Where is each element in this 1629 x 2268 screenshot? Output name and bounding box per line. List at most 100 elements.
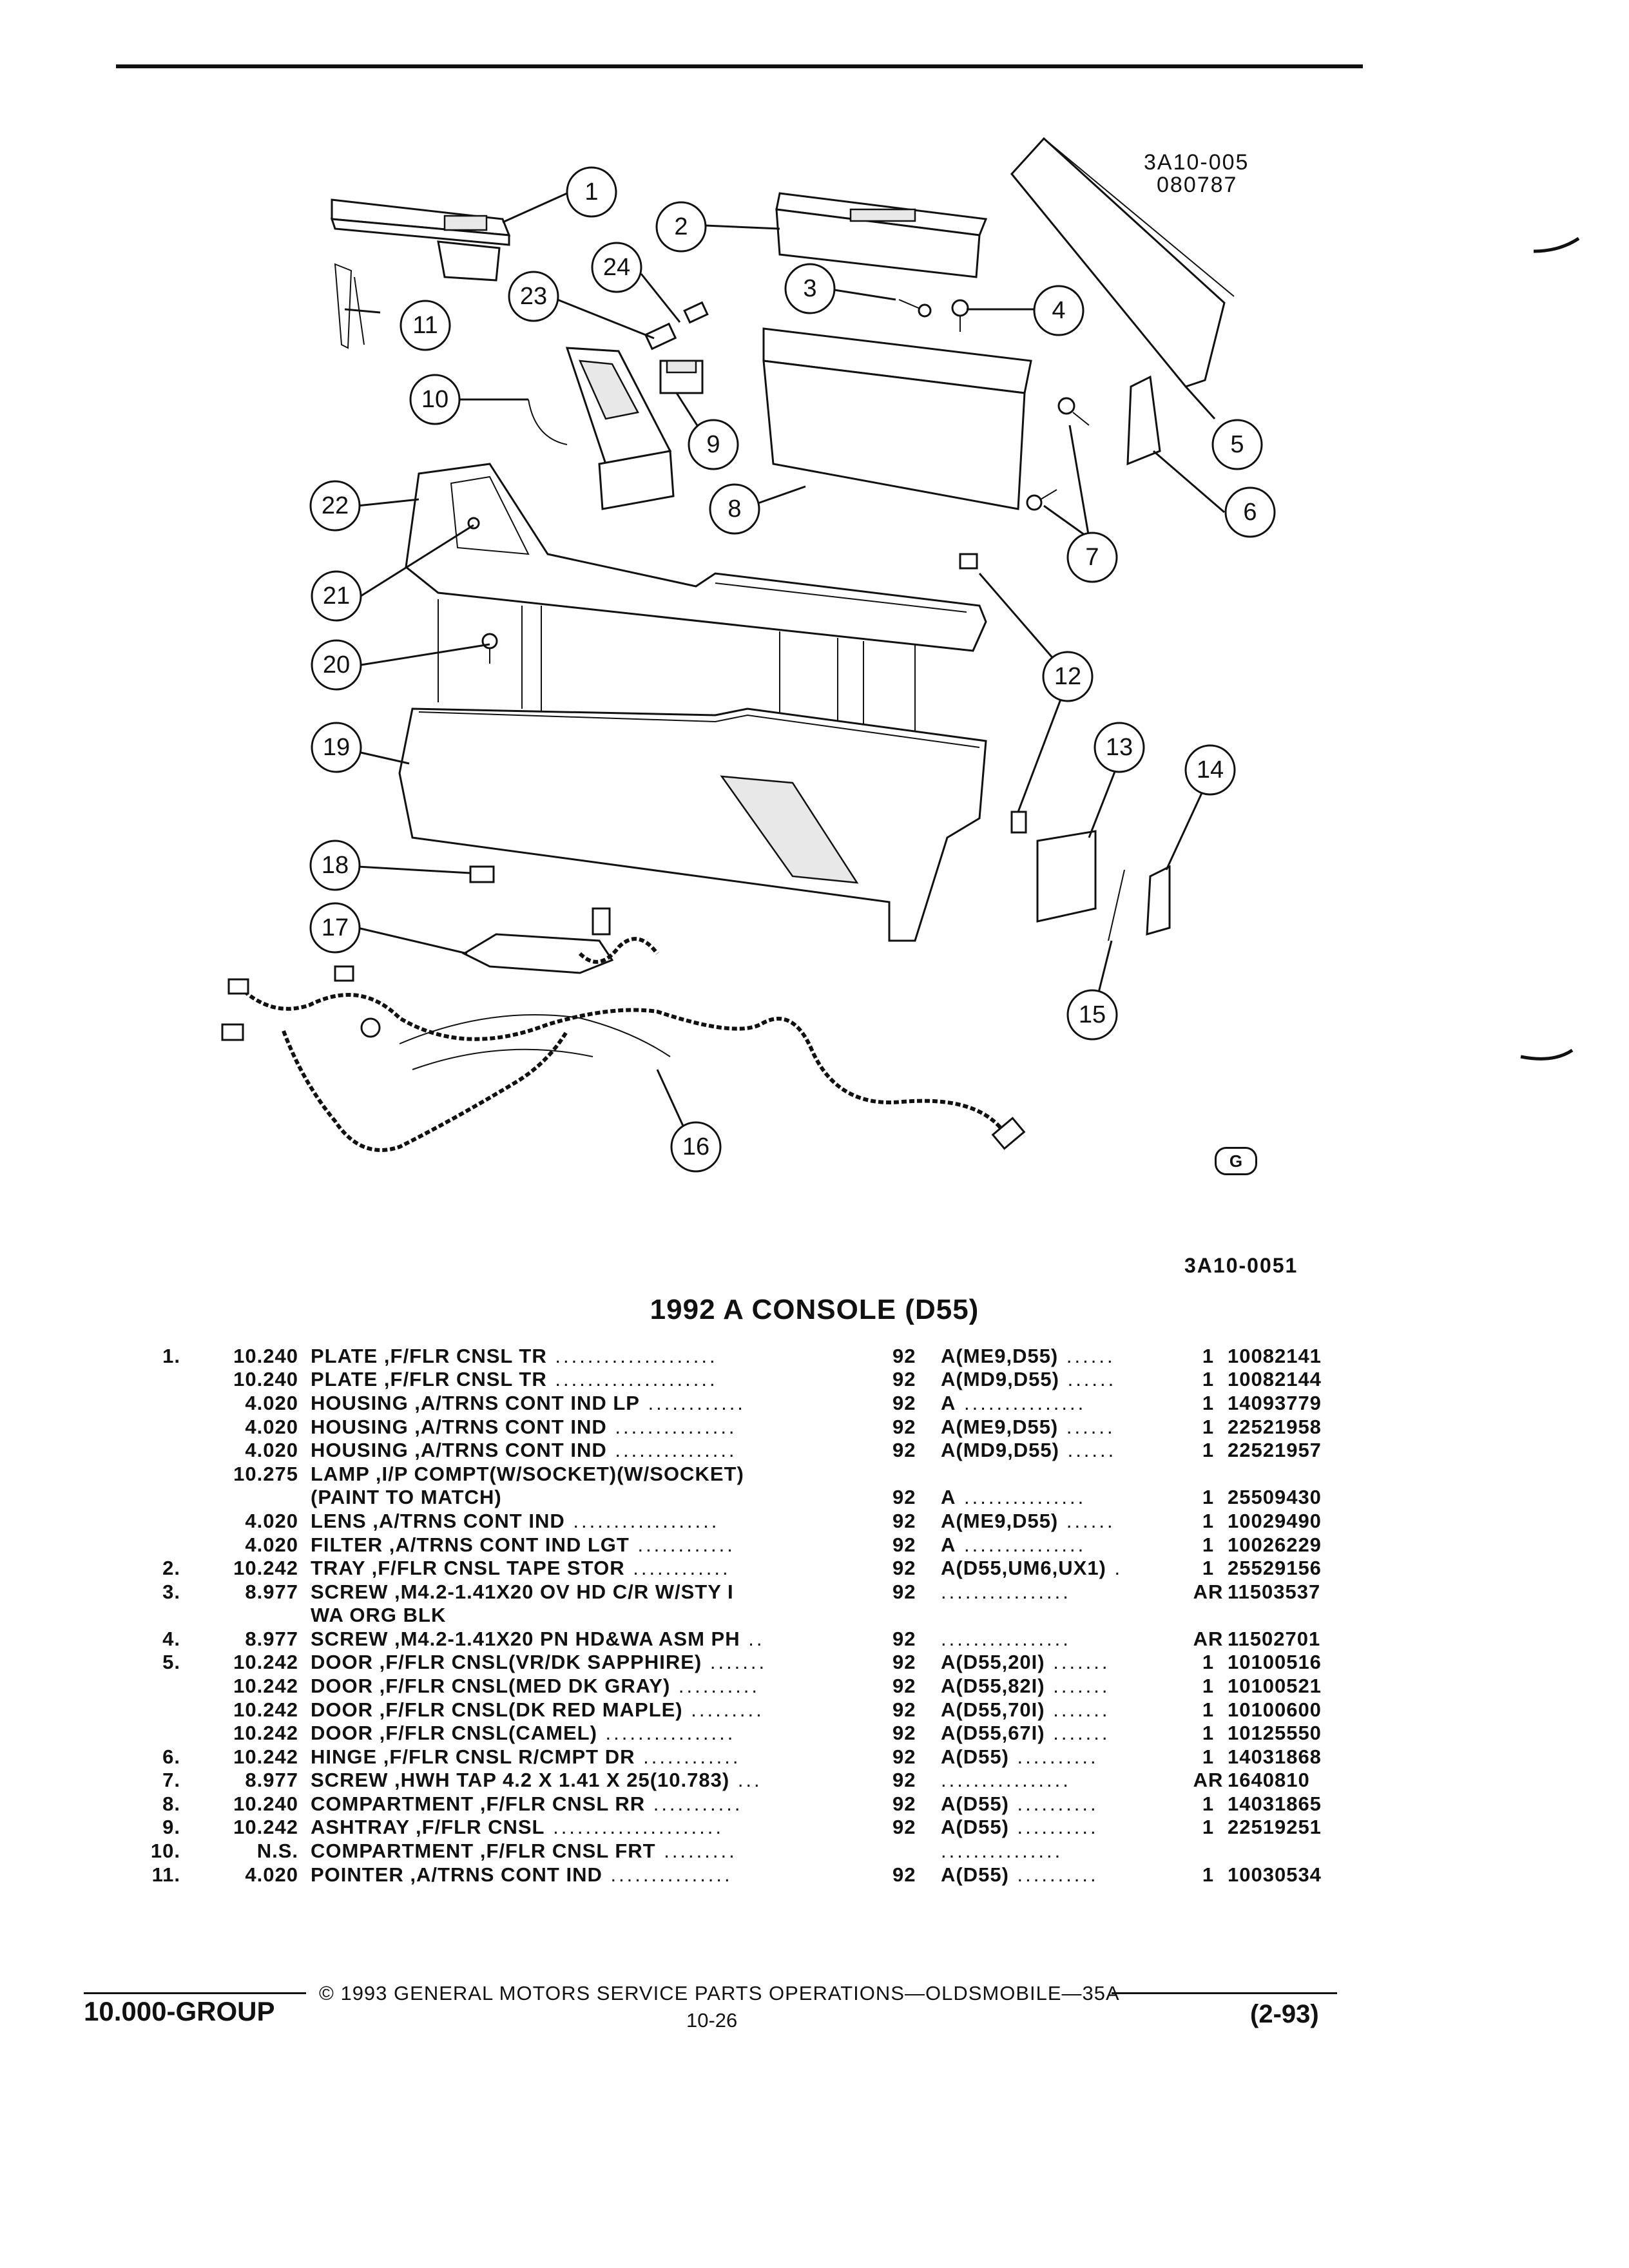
- part-description: TRAY ,F/FLR CNSL TAPE STOR ............: [311, 1557, 731, 1579]
- callout-13: 13: [1094, 722, 1145, 773]
- part-number: 22519251: [1228, 1816, 1322, 1838]
- callout-10-label: 10: [421, 386, 448, 413]
- usage-code: A(D55,67I) .......: [941, 1722, 1110, 1744]
- leader-dots: .........: [682, 1698, 764, 1721]
- figure-code-bottom: 3A10-0051: [1184, 1254, 1298, 1277]
- tray-part-2: [775, 192, 988, 278]
- group-number: 8.977: [245, 1581, 298, 1603]
- part-number: 14093779: [1228, 1392, 1322, 1414]
- leader-dots: ..........: [1008, 1745, 1099, 1768]
- leader-dots: ...: [729, 1769, 762, 1791]
- screws-part-3-4: [898, 299, 969, 332]
- callout-14-label: 14: [1197, 756, 1224, 783]
- footer-copyright: © 1993 GENERAL MOTORS SERVICE PARTS OPER…: [319, 1982, 1120, 2004]
- leader-dots: .........: [655, 1840, 737, 1862]
- callout-20-label: 20: [323, 651, 350, 678]
- group-number: 10.242: [233, 1698, 298, 1721]
- callout-7: 7: [1066, 532, 1118, 583]
- item-number: 3.: [162, 1581, 180, 1603]
- item-number: 5.: [162, 1651, 180, 1673]
- callout-5: 5: [1211, 419, 1263, 470]
- front-compartment-part-10: [528, 347, 675, 510]
- leader-dots: ...........: [645, 1792, 743, 1815]
- item-number: 8.: [162, 1792, 180, 1815]
- part-description: PLATE ,F/FLR CNSL TR ...................…: [311, 1368, 718, 1390]
- quantity: 1: [1202, 1816, 1215, 1838]
- model-year: 92: [892, 1533, 916, 1556]
- model-year: 92: [892, 1698, 916, 1721]
- wiring-harness-part-16: [221, 907, 1026, 1152]
- leader-dots: ..........: [670, 1675, 760, 1697]
- leader-dots: ................: [941, 1628, 1071, 1650]
- model-year: 92: [892, 1769, 916, 1791]
- callout-6: 6: [1224, 486, 1276, 538]
- leader-dots: ..................: [564, 1510, 720, 1532]
- callout-8-label: 8: [728, 495, 741, 523]
- part-description: DOOR ,F/FLR CNSL(CAMEL) ................: [311, 1722, 736, 1744]
- quantity: AR: [1193, 1769, 1224, 1791]
- callout-17: 17: [309, 902, 361, 954]
- item-number: 9.: [162, 1816, 180, 1838]
- footer-group: 10.000-GROUP: [84, 1996, 275, 2026]
- part-number: 10100521: [1228, 1675, 1322, 1697]
- part-number: 10125550: [1228, 1722, 1322, 1744]
- group-number: 10.240: [233, 1792, 298, 1815]
- model-year: 92: [892, 1792, 916, 1815]
- quantity: 1: [1202, 1722, 1215, 1744]
- model-year: 92: [892, 1722, 916, 1744]
- figure-date-top: 080787: [1157, 173, 1238, 197]
- usage-code: A ...............: [941, 1486, 1086, 1508]
- callout-23-label: 23: [520, 283, 547, 310]
- hinge-part-6: [1126, 375, 1161, 466]
- part-description: HOUSING ,A/TRNS CONT IND ...............: [311, 1439, 737, 1461]
- leader-dots: ...............: [602, 1863, 733, 1886]
- group-number: 10.240: [233, 1345, 298, 1367]
- logo-mark: G: [1215, 1147, 1257, 1175]
- quantity: 1: [1202, 1675, 1215, 1697]
- footer-rule-right: [1112, 1992, 1337, 1994]
- group-number: 4.020: [245, 1533, 298, 1556]
- callout-7-label: 7: [1085, 544, 1099, 571]
- leader-dots: .....................: [545, 1816, 724, 1838]
- callout-17-label: 17: [322, 914, 349, 941]
- callout-1-label: 1: [584, 178, 598, 206]
- usage-code: A(ME9,D55) ......: [941, 1510, 1115, 1532]
- model-year: 92: [892, 1816, 916, 1838]
- model-year: 92: [892, 1745, 916, 1768]
- leader-dots: ......: [1059, 1439, 1117, 1461]
- margin-mark: [1533, 236, 1580, 253]
- model-year: 92: [892, 1510, 916, 1532]
- leader-dots: ...............: [606, 1416, 737, 1438]
- callout-3: 3: [784, 263, 836, 314]
- item-number: 2.: [162, 1557, 180, 1579]
- part-number: 25509430: [1228, 1486, 1322, 1508]
- leader-dots: ..........: [1008, 1792, 1099, 1815]
- screw-part-20: [481, 633, 498, 664]
- leader-dots: .......: [1045, 1722, 1110, 1744]
- callout-18: 18: [309, 840, 361, 891]
- clip-part-18: [469, 865, 495, 883]
- leader-dots: ....................: [546, 1345, 718, 1367]
- part-number: 10029490: [1228, 1510, 1322, 1532]
- callout-20: 20: [311, 639, 362, 691]
- quantity: 1: [1202, 1651, 1215, 1673]
- callout-16-label: 16: [682, 1133, 709, 1160]
- callout-2-label: 2: [674, 213, 688, 240]
- table-row: 10.N.S.COMPARTMENT ,F/FLR CNSL FRT .....…: [0, 1840, 1629, 1863]
- usage-code: A(MD9,D55) ......: [941, 1439, 1117, 1461]
- leader-dots: .......: [1045, 1698, 1110, 1721]
- door-part-5: [1010, 137, 1235, 388]
- part-number: 14031868: [1228, 1745, 1322, 1768]
- usage-code: A(D55,82I) .......: [941, 1675, 1110, 1697]
- part-number: 10026229: [1228, 1533, 1322, 1556]
- usage-code: A(D55) ..........: [941, 1745, 1099, 1768]
- leader-dots: ..: [740, 1628, 765, 1650]
- callout-16: 16: [670, 1121, 722, 1173]
- leader-dots: ..........: [1008, 1816, 1099, 1838]
- group-number: 8.977: [245, 1769, 298, 1791]
- part-description: PLATE ,F/FLR CNSL TR ...................…: [311, 1345, 718, 1367]
